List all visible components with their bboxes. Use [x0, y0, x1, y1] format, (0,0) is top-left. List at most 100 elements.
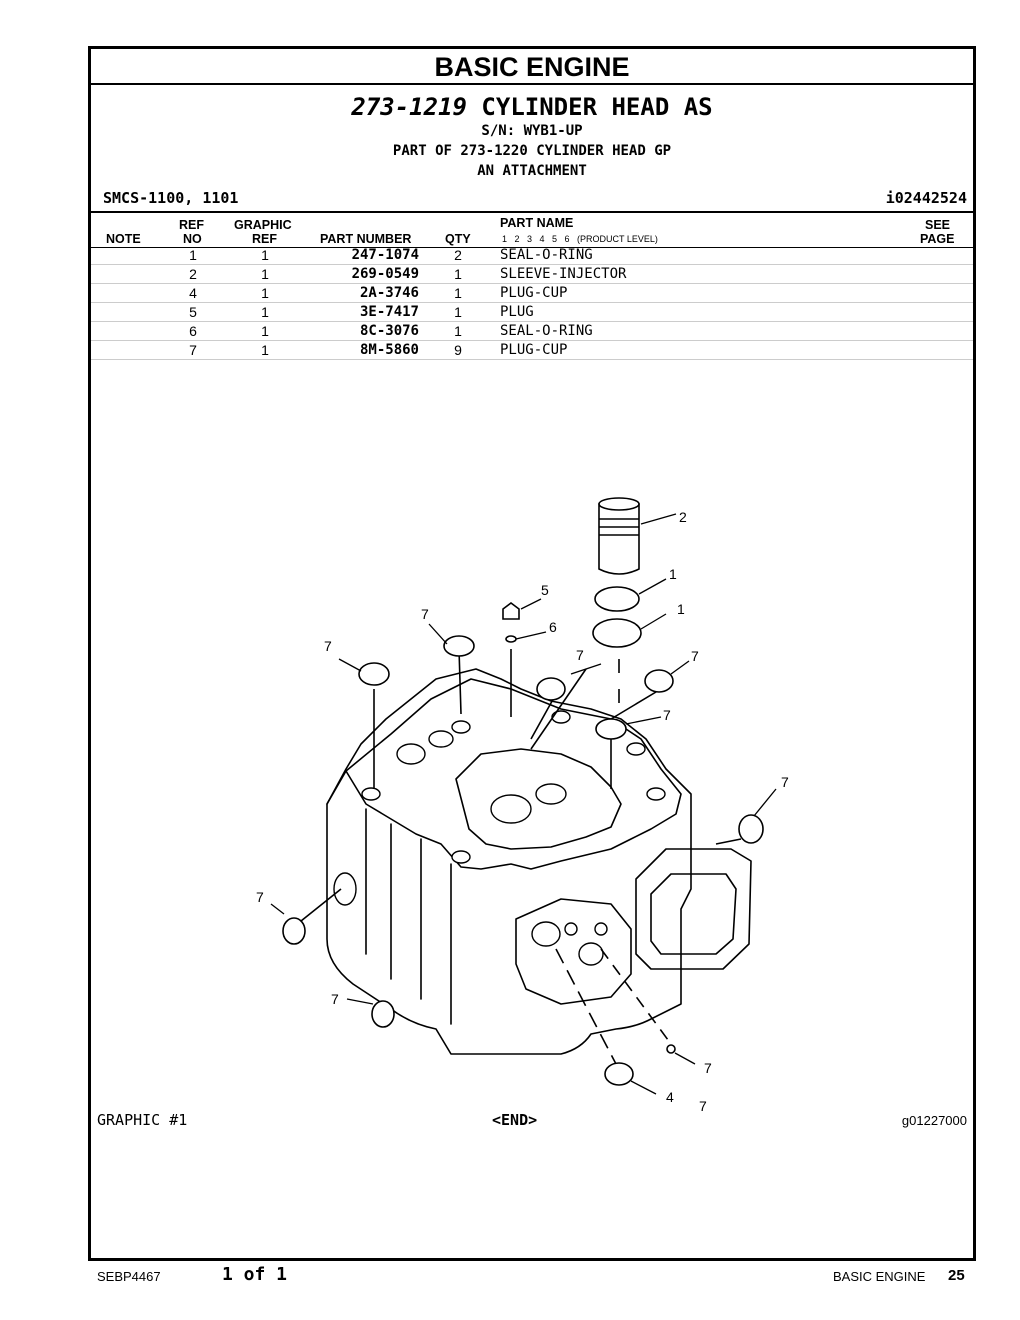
callout-label: 1	[669, 566, 677, 582]
graphic-ref: 1	[261, 342, 269, 358]
end-marker: <END>	[492, 1111, 538, 1129]
plug-cup-4	[666, 1044, 676, 1054]
plug-cup-a	[358, 662, 390, 686]
col-note: NOTE	[106, 232, 141, 246]
corner-edge	[326, 770, 347, 805]
qty: 1	[454, 304, 462, 320]
footer-section: BASIC ENGINE	[833, 1269, 926, 1284]
doc-number: SEBP4467	[97, 1269, 161, 1284]
part-name: PLUG-CUP	[500, 342, 568, 358]
part-number: 3E-7417	[359, 304, 419, 320]
callout-label: 7	[663, 707, 671, 723]
plug-cup-d	[644, 669, 674, 693]
callout-label: 5	[541, 582, 549, 598]
plug-cup-i	[604, 1062, 634, 1086]
sleeve-top	[598, 497, 640, 511]
part-name: SLEEVE-INJECTOR	[500, 266, 627, 282]
plug-cup-b	[443, 635, 475, 657]
ref-no: 4	[189, 285, 197, 301]
doc-id: i02442524	[885, 189, 967, 207]
graphic-ref: 1	[261, 266, 269, 282]
col-part-name: PART NAME	[500, 216, 574, 230]
graphic-ref: 1	[261, 323, 269, 339]
part-number: 247-1074	[351, 247, 419, 263]
callout-label: 7	[256, 889, 264, 905]
callout-label: 7	[421, 606, 429, 622]
leader-plug-2	[458, 648, 462, 715]
plug-cup-e	[595, 718, 627, 740]
qty: 2	[454, 247, 462, 263]
plug-cup-f	[738, 814, 764, 844]
col-ref-top: REF	[179, 218, 204, 232]
intake-port-plate	[635, 848, 752, 970]
qty: 1	[454, 285, 462, 301]
graphic-label: GRAPHIC #1	[97, 1111, 188, 1129]
part-number: 8C-3076	[359, 323, 419, 339]
plug-5	[502, 602, 520, 620]
callout-label: 7	[704, 1060, 712, 1076]
part-number: 2A-3746	[359, 285, 419, 301]
part-number: 269-0549	[351, 266, 419, 282]
leader-sleeve-diag	[530, 668, 587, 750]
ref-no: 2	[189, 266, 197, 282]
leader-plug-7b	[610, 688, 662, 720]
ref-no: 1	[189, 247, 197, 263]
qty: 9	[454, 342, 462, 358]
col-part-number: PART NUMBER	[320, 232, 412, 246]
graphic-id: g01227000	[901, 1113, 967, 1128]
plug-cup-c	[536, 677, 566, 701]
injector-sleeve	[598, 503, 640, 575]
table-header: NOTE REF NO GRAPHIC REF PART NUMBER QTY …	[91, 211, 973, 248]
ref-no: 7	[189, 342, 197, 358]
attachment-line: AN ATTACHMENT	[477, 163, 587, 179]
ref-no: 6	[189, 323, 197, 339]
part-heading: 273-1219 CYLINDER HEAD AS	[91, 93, 973, 121]
intake-port-opening	[650, 873, 737, 955]
page-footer: SEBP4467 1 of 1 BASIC ENGINE 25	[0, 1264, 1020, 1288]
part-number: 8M-5860	[359, 342, 419, 358]
callout-label: 2	[679, 509, 687, 525]
page-frame: BASIC ENGINE 273-1219 CYLINDER HEAD AS S…	[88, 46, 976, 1261]
leader-plug-bottom	[555, 948, 617, 1065]
graphic-footer: GRAPHIC #1 <END> g01227000	[97, 1111, 967, 1129]
callout-label: 1	[677, 601, 685, 617]
col-qty: QTY	[445, 232, 471, 246]
part-name: SEAL-O-RING	[500, 247, 593, 263]
callout-label: 7	[699, 1098, 707, 1114]
qty: 1	[454, 323, 462, 339]
smcs-row: SMCS-1100, 1101 i02442524	[103, 189, 967, 207]
callout-label: 4	[666, 1089, 674, 1105]
exhaust-port-block	[515, 898, 632, 1005]
table-row: 2 1 269-0549 1 SLEEVE-INJECTOR	[91, 265, 973, 284]
plug-cup-h	[371, 1000, 395, 1028]
rocker-cavity	[455, 748, 622, 850]
part-name: PLUG	[500, 304, 534, 320]
callout-label: 7	[576, 647, 584, 663]
smcs-code: SMCS-1100, 1101	[103, 189, 239, 207]
col-product-levels: 1 2 3 4 5 6 (PRODUCT LEVEL)	[502, 234, 658, 244]
deck-surface	[345, 678, 682, 870]
graphic-ref: 1	[261, 247, 269, 263]
table-row: 7 1 8M-5860 9 PLUG-CUP	[91, 341, 973, 360]
o-ring-upper	[594, 586, 640, 612]
callout-label: 6	[549, 619, 557, 635]
head-outline	[326, 668, 692, 1055]
table-row: 1 1 247-1074 2 SEAL-O-RING	[91, 246, 973, 265]
part-name: PLUG-CUP	[500, 285, 568, 301]
section-title: BASIC ENGINE	[91, 49, 973, 85]
col-ref-bottom: NO	[183, 232, 202, 246]
col-see-top: SEE	[925, 218, 951, 232]
qty: 1	[454, 266, 462, 282]
callout-label: 7	[331, 991, 339, 1007]
part-number-heading: 273-1219	[351, 93, 467, 121]
page-number: 25	[948, 1267, 965, 1284]
part-title-heading: CYLINDER HEAD AS	[481, 93, 713, 121]
o-ring-lower	[592, 618, 642, 648]
plug-cup-g	[282, 917, 306, 945]
side-ribs	[365, 808, 452, 1025]
col-see-bottom: PAGE	[920, 232, 955, 246]
